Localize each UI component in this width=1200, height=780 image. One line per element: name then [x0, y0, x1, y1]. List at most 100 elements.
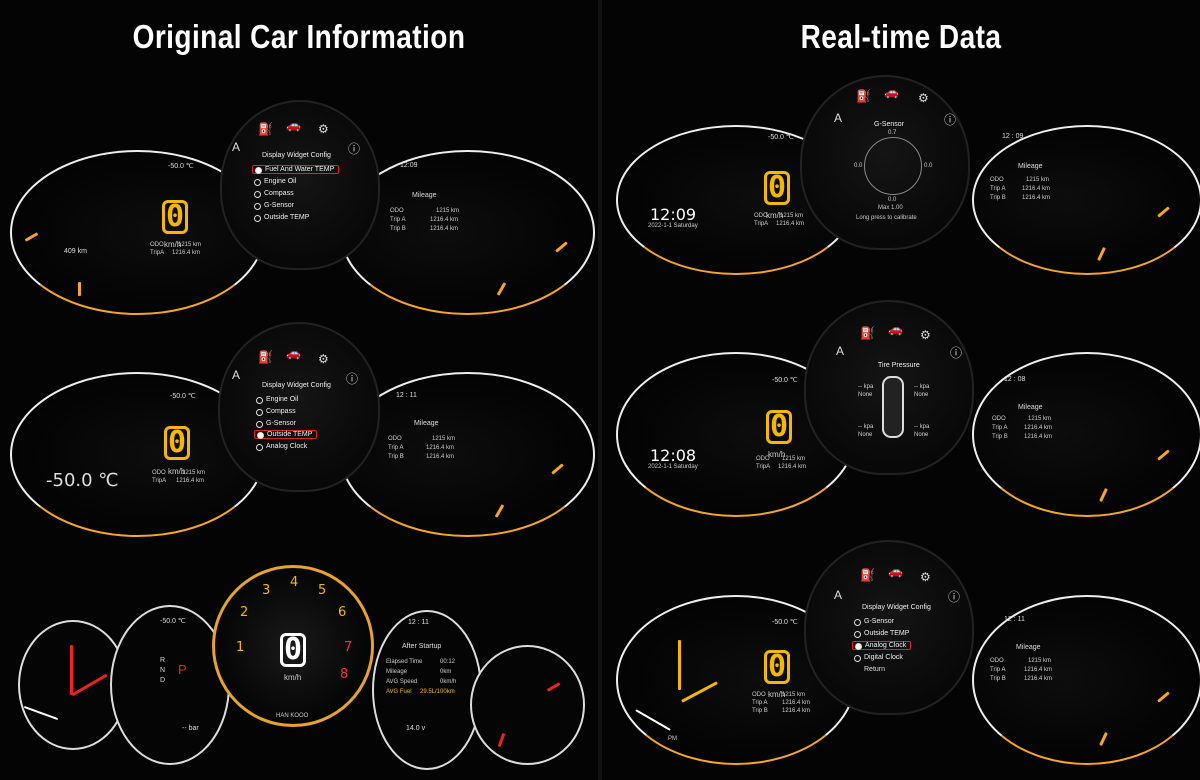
date-readout: 2022-1-1 Saturday: [648, 464, 698, 470]
info-icon[interactable]: ⓘ: [948, 590, 961, 604]
center-screen[interactable]: [220, 100, 380, 270]
tire-fl-kpa: -- kpa: [858, 384, 874, 390]
gear-icon[interactable]: ⚙: [918, 91, 929, 105]
row-label: Trip A: [388, 445, 404, 451]
clock-readout: 12 : 11: [396, 392, 417, 399]
clock-readout: 12 : 11: [408, 619, 429, 626]
clock-readout: 12 : 09: [1002, 133, 1024, 140]
menu-item-engine-oil[interactable]: Engine Oil: [254, 178, 296, 186]
realtime-cluster-3: -50.0 ℃ 0 km/h ODO 1215 km Trip A 1216.4…: [602, 540, 1200, 770]
row-value: 1216.4 km: [1022, 186, 1051, 192]
menu-item-outside-temp[interactable]: Outside TEMP: [254, 430, 318, 439]
cluster-1: -50.0 ℃ 0 km/h 409 km ODO 1215 km TripA …: [0, 100, 598, 330]
info-icon[interactable]: ⓘ: [348, 142, 361, 156]
menu-item-compass[interactable]: Compass: [254, 190, 294, 198]
row-label: Trip B: [390, 226, 406, 232]
odo-label: ODO: [754, 213, 768, 219]
row-value: 1216.4 km: [430, 217, 459, 223]
after-startup-title: After Startup: [402, 643, 442, 650]
center-screen[interactable]: [218, 322, 380, 492]
odo-value: 1215 km: [780, 213, 804, 219]
rev-num: 1: [236, 640, 245, 655]
speed-unit: km/h: [766, 211, 784, 220]
menu-item-compass[interactable]: Compass: [256, 408, 296, 416]
row-label: Trip B: [990, 676, 1006, 682]
fuel-pod: [470, 645, 585, 765]
menu-item-digital-clock[interactable]: Digital Clock: [854, 654, 903, 662]
digital-clock: 12:08: [650, 446, 697, 465]
right-pod: [972, 125, 1200, 275]
row-label: AVG Fuel: [386, 689, 412, 695]
menu-item-analog-clock[interactable]: Analog Clock: [852, 641, 912, 650]
gear-icon[interactable]: ⚙: [318, 122, 329, 136]
tripa-value: 1216.4 km: [782, 700, 811, 706]
row-value: 0km: [440, 669, 452, 675]
rev-num: 6: [338, 605, 347, 620]
menu-title: Display Widget Config: [862, 604, 931, 611]
left-heading: Original Car Information: [132, 18, 466, 55]
right-pod: [340, 150, 595, 315]
range-readout: 409 km: [64, 248, 87, 255]
speed-readout: 0: [280, 633, 306, 667]
row-label: Trip A: [390, 217, 406, 223]
pm-label: PM: [668, 736, 677, 742]
row-label: Trip B: [388, 454, 404, 460]
row-label: ODO: [990, 658, 1004, 664]
gear-icon[interactable]: ⚙: [318, 352, 329, 366]
row-label: Trip A: [990, 186, 1006, 192]
clock-readout: 12:09: [400, 162, 418, 169]
realtime-cluster-2: -50.0 ℃ 12:08 2022-1-1 Saturday 0 km/h O…: [602, 300, 1200, 530]
gear-icon[interactable]: ⚙: [920, 328, 931, 342]
g-hint[interactable]: Long press to calibrate: [856, 215, 917, 221]
speed-unit: km/h: [768, 690, 786, 699]
font-icon[interactable]: A: [836, 344, 845, 358]
font-icon[interactable]: A: [834, 588, 843, 602]
menu-item-g-sensor[interactable]: G-Sensor: [254, 202, 294, 210]
info-icon[interactable]: ⓘ: [944, 113, 957, 127]
row-label: ODO: [990, 177, 1004, 183]
tire-rr-status: None: [914, 432, 929, 438]
row-value: 1215 km: [432, 436, 456, 442]
center-screen[interactable]: [804, 540, 974, 715]
g-top: 0.7: [888, 130, 897, 136]
menu-item-return[interactable]: Return: [864, 666, 886, 673]
font-icon[interactable]: A: [834, 111, 843, 125]
right-pod: [972, 595, 1200, 765]
car-icon: 🚗: [884, 85, 899, 99]
rev-num: 8: [340, 667, 349, 682]
speed-readout: 0: [764, 171, 790, 205]
odo-value: 1215 km: [178, 242, 202, 248]
menu-item-g-sensor[interactable]: G-Sensor: [854, 618, 894, 626]
menu-item-g-sensor[interactable]: G-Sensor: [256, 420, 296, 428]
row-value: 1215 km: [1028, 416, 1052, 422]
tire-fr-kpa: -- kpa: [914, 384, 930, 390]
menu-item-outside-temp[interactable]: Outside TEMP: [854, 630, 909, 638]
temp-readout: -50.0 ℃: [168, 163, 194, 170]
temp-readout: -50.0 ℃: [772, 377, 798, 384]
row-value: 1216.4 km: [1024, 425, 1053, 431]
menu-title: Display Widget Config: [262, 382, 331, 389]
gear-icon[interactable]: ⚙: [920, 570, 931, 584]
menu-item-fuel-water[interactable]: Fuel And Water TEMP: [252, 165, 340, 174]
font-icon[interactable]: A: [232, 140, 241, 154]
info-icon[interactable]: ⓘ: [950, 346, 963, 360]
menu-item-outside-temp[interactable]: Outside TEMP: [254, 214, 309, 222]
tire-rl-kpa: -- kpa: [858, 424, 874, 430]
odo-label: ODO: [152, 470, 166, 476]
rev-num: 7: [344, 640, 353, 655]
car-icon: 🚗: [888, 564, 903, 578]
menu-item-engine-oil[interactable]: Engine Oil: [256, 396, 298, 404]
rev-gauge: [212, 565, 374, 727]
fuel-icon: ⛽: [860, 326, 875, 340]
tire-pressure-title: Tire Pressure: [878, 362, 920, 369]
tripa-label: TripA: [150, 250, 165, 256]
g-max: Max 1.00: [878, 205, 903, 211]
right-pod: [972, 352, 1200, 517]
rev-num: 4: [290, 575, 299, 590]
row-value: 0km/h: [440, 679, 457, 685]
row-value: 1216.4 km: [1024, 434, 1053, 440]
row-value: 1215 km: [436, 208, 460, 214]
info-icon[interactable]: ⓘ: [346, 372, 359, 386]
font-icon[interactable]: A: [232, 368, 241, 382]
menu-item-analog-clock[interactable]: Analog Clock: [256, 443, 307, 451]
